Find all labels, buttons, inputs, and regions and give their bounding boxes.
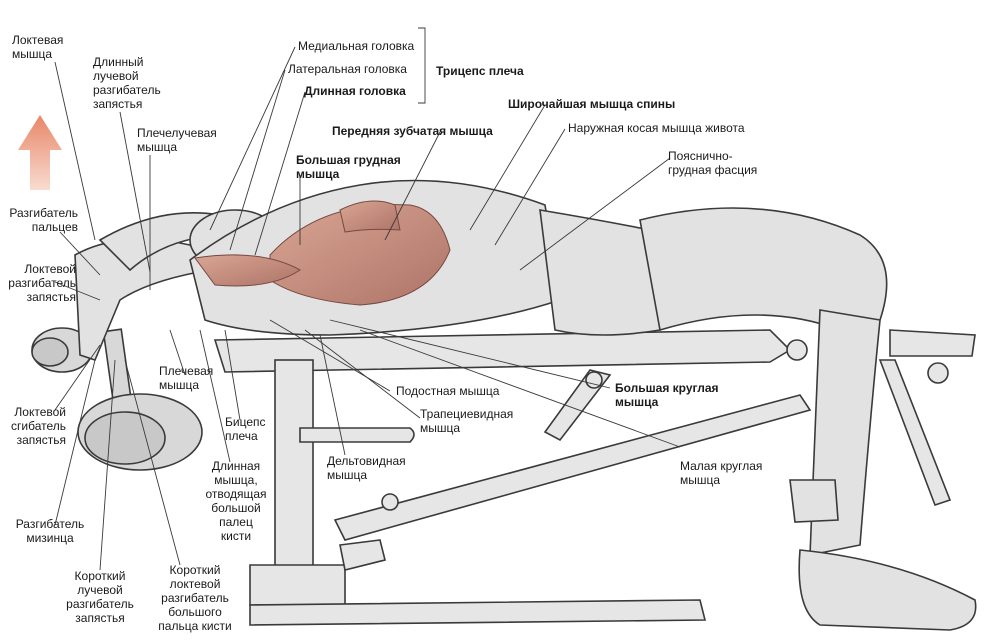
- label-naruzh-kosaya: Наружная косая мышца живота: [568, 121, 745, 135]
- label-shirochaish: Широчайшая мышца спины: [508, 97, 676, 111]
- bench: [213, 329, 976, 626]
- label-medial: Медиальная головка: [298, 39, 415, 53]
- label-podostnaya: Подостная мышца: [396, 384, 500, 398]
- label-lateral: Латеральная головка: [288, 62, 407, 76]
- motion-arrow-icon: [18, 115, 62, 190]
- leader-lines: [54, 27, 681, 571]
- label-triceps: Трицепс плеча: [436, 64, 524, 78]
- label-poyasn-grud: Пояснично-грудная фасция: [668, 149, 758, 177]
- label-dlinnaya: Длинная головка: [304, 84, 406, 98]
- athlete-body: [74, 179, 977, 631]
- label-perednyaya-zub: Передняя зубчатая мышца: [332, 124, 493, 138]
- dumbbell: [31, 327, 203, 471]
- highlighted-muscles: [194, 200, 451, 306]
